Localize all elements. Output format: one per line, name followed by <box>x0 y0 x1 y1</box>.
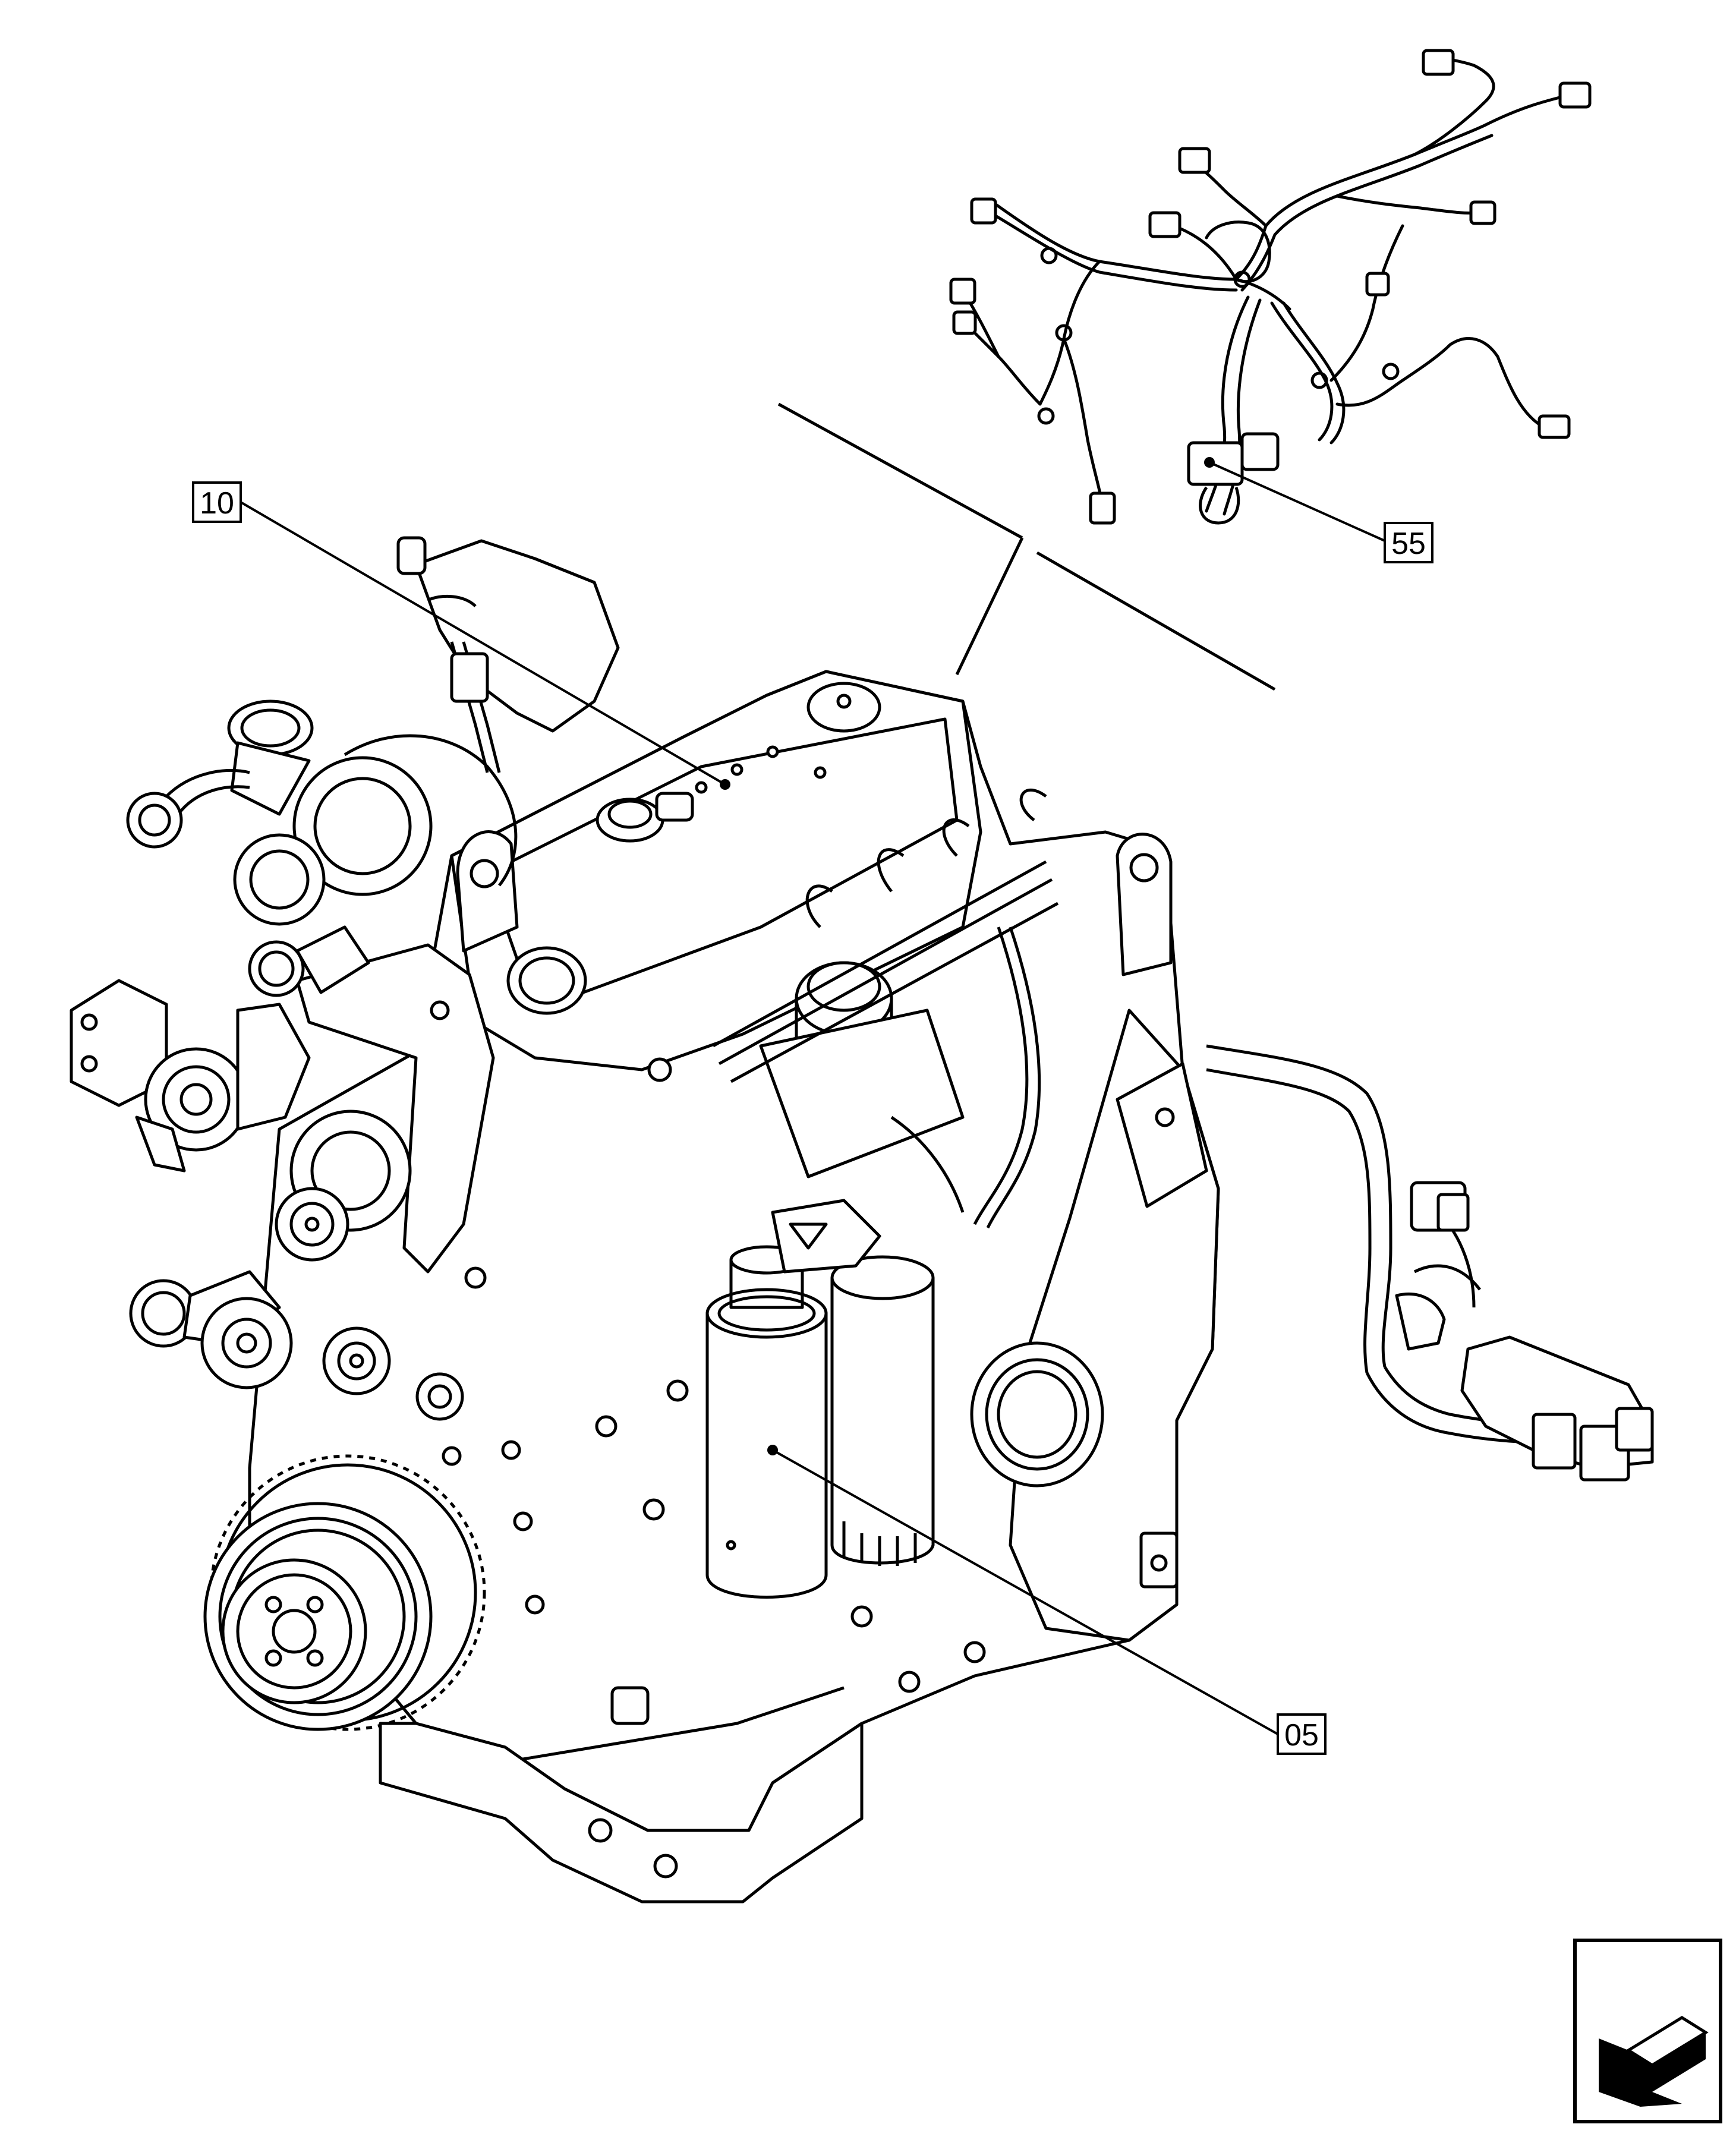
callout-05: 05 <box>1277 1713 1327 1755</box>
callout-label-55: 55 <box>1391 527 1426 561</box>
callout-leaders <box>240 461 1385 1735</box>
callout-label-05: 05 <box>1284 1718 1319 1753</box>
engine-harness-connectors <box>1395 1181 1654 1482</box>
view-direction-arrow-icon <box>1573 1939 1722 2123</box>
flywheel-housing <box>970 1009 1220 1642</box>
leader-10 <box>240 501 726 786</box>
egr-valve <box>396 536 620 773</box>
harness-connectors <box>949 49 1592 525</box>
callout-10: 10 <box>192 481 242 523</box>
leader-55 <box>1209 461 1385 542</box>
callout-55: 55 <box>1384 522 1433 563</box>
fuel-filters <box>705 1199 935 1599</box>
oil-pan <box>379 1722 864 1904</box>
turbocharger <box>126 699 518 997</box>
throttle-body <box>135 1003 311 1173</box>
engine-mount-bracket <box>295 943 495 1274</box>
leader-05 <box>772 1449 1278 1735</box>
engine-assembly <box>70 536 1654 1904</box>
explosion-leader <box>777 402 1276 691</box>
callout-label-10: 10 <box>200 486 234 521</box>
front-accessories <box>129 1110 545 1731</box>
wiring-harness <box>961 55 1571 516</box>
